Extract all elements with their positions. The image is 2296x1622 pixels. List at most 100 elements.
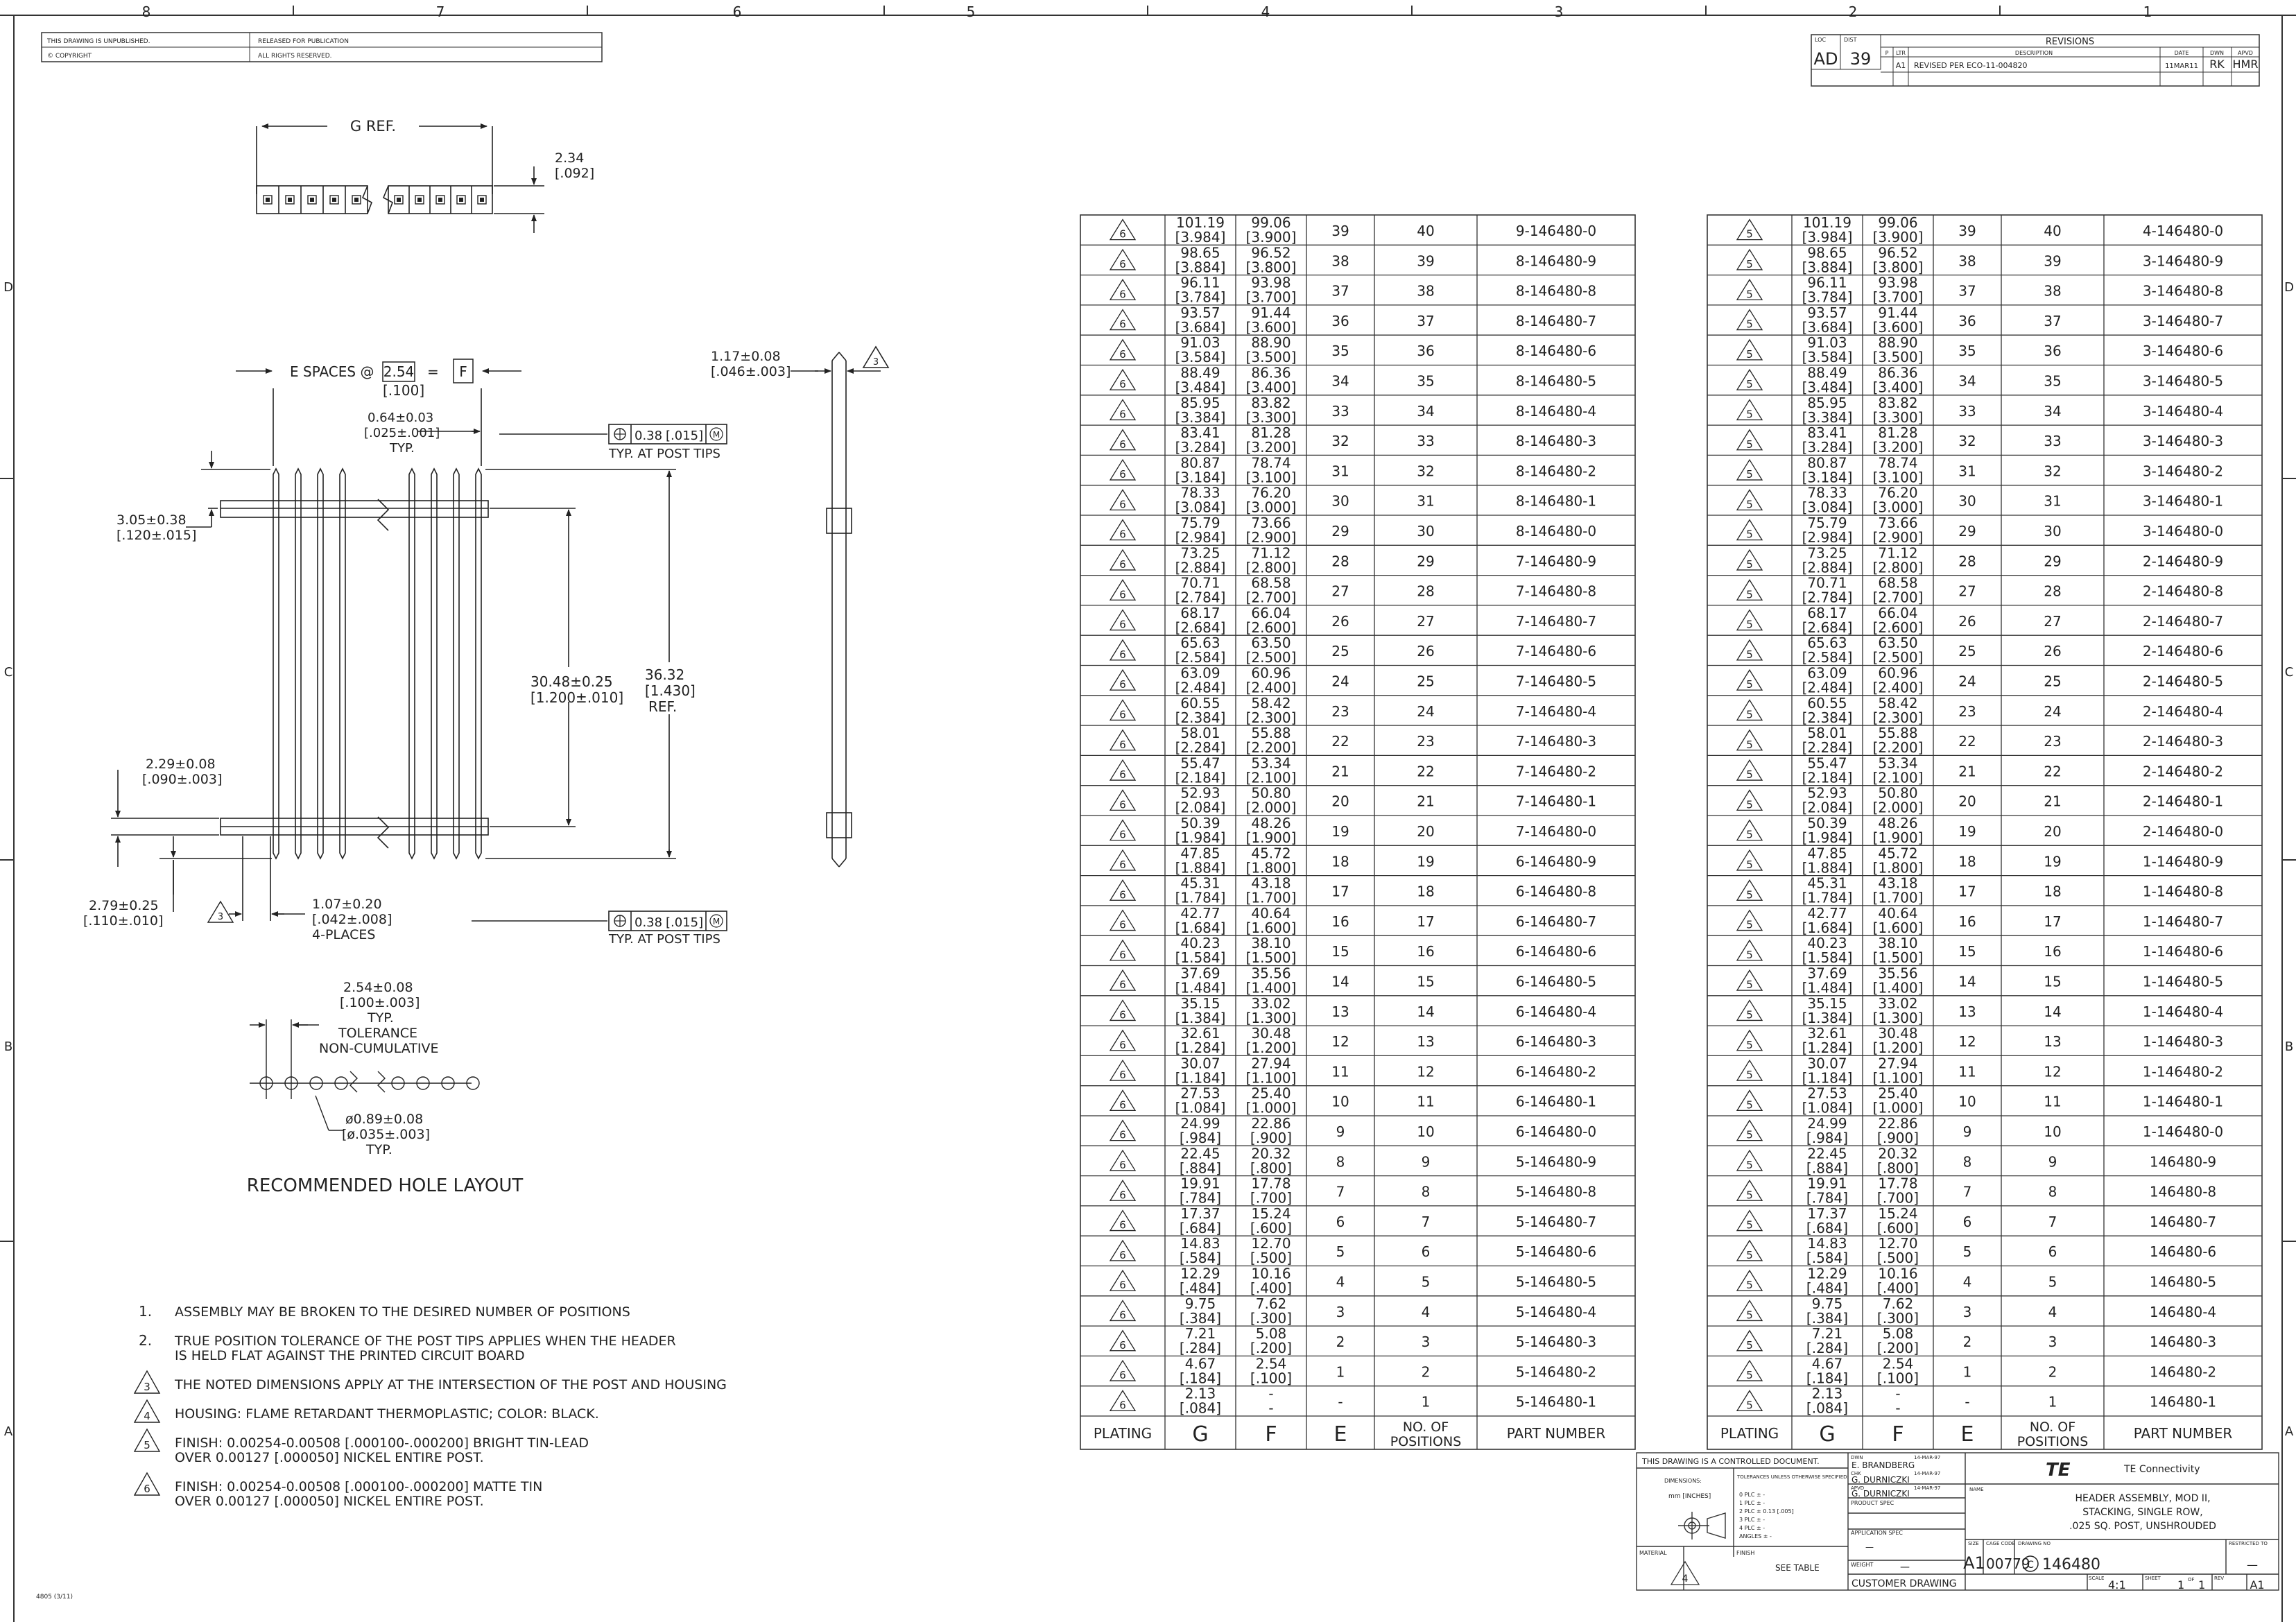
- side-note3: 3: [873, 357, 879, 368]
- g-inch-cell: [2.584]: [1802, 649, 1853, 666]
- f-inch-cell: [2.200]: [1873, 739, 1924, 756]
- g-inch-cell: [.884]: [1806, 1159, 1848, 1176]
- f-mm-cell: 83.82: [1878, 395, 1917, 411]
- col-label: 7: [436, 3, 445, 20]
- plating-cell: 6: [1119, 1069, 1126, 1081]
- plating-triangle-icon: [1109, 519, 1137, 541]
- f-mm-cell: 15.24: [1251, 1205, 1291, 1222]
- positions-cell: 29: [2044, 553, 2061, 569]
- g-inch-cell: [1.784]: [1175, 890, 1226, 906]
- rev-col-dwn: DWN: [2210, 50, 2224, 56]
- f-inch-cell: [3.100]: [1873, 469, 1924, 485]
- f-mm-cell: -: [1268, 1386, 1273, 1402]
- part-number-cell: 8-146480-5: [1516, 373, 1596, 390]
- part-number-cell: 2-146480-6: [2143, 643, 2223, 659]
- f-mm-cell: 33.02: [1878, 995, 1917, 1012]
- part-number-cell: 3-146480-5: [2143, 373, 2223, 390]
- plating-triangle-icon: [1736, 1359, 1763, 1381]
- dwn-name: E. BRANDBERG: [1852, 1460, 1915, 1470]
- plating-triangle-icon: [1736, 879, 1763, 901]
- f-mm-cell: 20.32: [1251, 1145, 1291, 1162]
- plating-triangle-icon: [1109, 1029, 1137, 1051]
- f-mm-cell: 10.16: [1251, 1266, 1291, 1282]
- positions-cell: 21: [2044, 793, 2061, 810]
- f-inch-cell: [3.400]: [1873, 379, 1924, 396]
- positions-cell: 4: [1422, 1304, 1431, 1320]
- g-inch-cell: [2.884]: [1802, 559, 1853, 576]
- part-number-cell: 146480-2: [2150, 1363, 2216, 1380]
- e-cell: 11: [1331, 1063, 1349, 1080]
- f-mm-cell: 38.10: [1251, 935, 1291, 951]
- plating-cell: 6: [1119, 1159, 1126, 1171]
- positions-cell: 1: [1422, 1394, 1431, 1410]
- e-cell: 37: [1958, 283, 1976, 300]
- plating-triangle-icon: [1736, 999, 1763, 1021]
- g-mm-cell: 22.45: [1180, 1145, 1220, 1162]
- f-mm-cell: 58.42: [1878, 695, 1917, 711]
- plating-triangle-icon: [1109, 789, 1137, 811]
- g-mm-cell: 50.39: [1180, 815, 1220, 831]
- plating-cell: 5: [1746, 739, 1753, 751]
- plating-triangle-icon: [1736, 458, 1763, 481]
- f-mm-cell: 22.86: [1251, 1115, 1291, 1132]
- plating-triangle-icon: [1736, 1300, 1763, 1322]
- g-mm-cell: 60.55: [1807, 695, 1847, 711]
- g-mm-cell: 19.91: [1180, 1175, 1220, 1192]
- g-mm-cell: 91.03: [1180, 334, 1220, 351]
- g-mm-cell: 75.79: [1807, 515, 1847, 531]
- e-cell: 19: [1331, 823, 1349, 840]
- plating-triangle-icon: [1736, 1180, 1763, 1201]
- f-mm-cell: 86.36: [1878, 365, 1917, 381]
- f-label: F: [459, 363, 467, 380]
- plating-triangle-icon: [1109, 579, 1137, 601]
- tol-value: 0.38: [635, 429, 662, 443]
- positions-cell: 2: [1422, 1363, 1431, 1380]
- plating-cell: 6: [1119, 408, 1126, 420]
- plating-triangle-icon: [1736, 1329, 1763, 1352]
- plating-triangle-icon: [1109, 819, 1137, 841]
- f-inch-cell: [3.600]: [1873, 319, 1924, 336]
- f-mm-cell: 78.74: [1878, 454, 1917, 471]
- g-mm-cell: 30.07: [1180, 1055, 1220, 1071]
- f-inch-cell: [3.200]: [1873, 439, 1924, 456]
- part-number-cell: 3-146480-3: [2143, 433, 2223, 449]
- part-number-cell: 7-146480-7: [1516, 613, 1596, 630]
- pin-width-inch: [.025±.001]: [364, 426, 440, 440]
- g-inch-cell: [3.584]: [1175, 349, 1226, 365]
- note-text: OVER 0.00127 [.000050] NICKEL ENTIRE POS…: [175, 1494, 484, 1509]
- title-block: [1636, 1452, 2279, 1591]
- plating-cell: 5: [1746, 619, 1753, 631]
- e-cell: 17: [1331, 883, 1349, 900]
- apvd-date: 14-MAR-97: [1914, 1485, 1940, 1491]
- e-cell: 12: [1958, 1033, 1976, 1050]
- e-cell: 38: [1958, 252, 1976, 269]
- row-label: D: [2284, 280, 2294, 295]
- plating-cell: 6: [1119, 1399, 1126, 1411]
- f-inch-cell: [.800]: [1250, 1159, 1292, 1176]
- tol-line: 3 PLC ± -: [1739, 1517, 1765, 1523]
- positions-cell: 34: [1417, 403, 1434, 420]
- plating-triangle-icon: [1736, 729, 1763, 751]
- rev-dwn: RK: [2209, 58, 2225, 71]
- positions-cell: 37: [2044, 313, 2061, 329]
- plating-triangle-icon: [1736, 819, 1763, 841]
- g-mm-cell: 37.69: [1180, 965, 1220, 982]
- g-inch-cell: [.384]: [1180, 1310, 1221, 1327]
- f-box: [453, 359, 474, 383]
- g-mm-cell: 68.17: [1807, 605, 1847, 621]
- g-mm-cell: 4.67: [1812, 1355, 1843, 1372]
- e-cell: 14: [1958, 974, 1976, 990]
- g-mm-cell: 83.41: [1807, 424, 1847, 441]
- f-mm-cell: 48.26: [1878, 815, 1917, 831]
